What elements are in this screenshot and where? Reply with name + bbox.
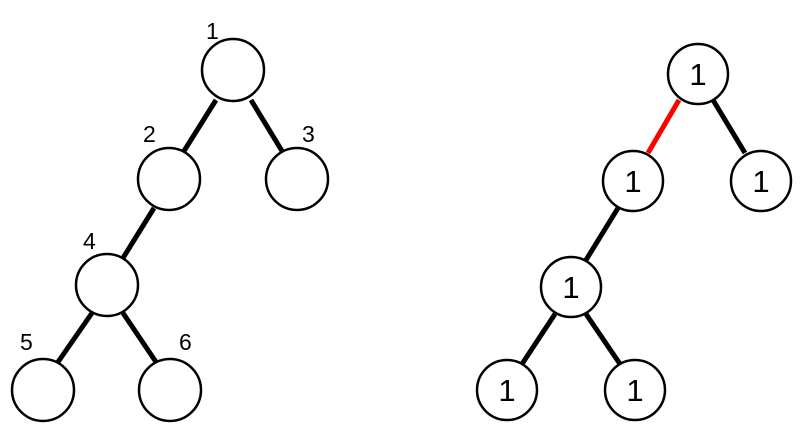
left-label-4: 4 [83,228,96,254]
right-value-5: 1 [498,373,515,408]
right-value-6: 1 [626,373,643,408]
right-edge-2-4 [583,206,621,262]
right-node-1 [666,42,730,106]
right-edge-1-3 [710,98,748,155]
left-node-2 [136,146,202,212]
left-node-1 [200,37,266,103]
left-edge-1-2 [181,98,219,153]
right-edge-4-5 [519,312,558,366]
right-node-6 [603,358,667,422]
left-label-5: 5 [20,329,33,355]
left-label-1: 1 [206,18,219,44]
right-node-4 [539,255,603,319]
right-tree: 1 1 1 1 1 1 [475,42,793,422]
left-label-2: 2 [143,121,156,147]
left-label-6: 6 [179,329,192,355]
left-edge-4-6 [120,311,159,364]
right-edge-4-6 [583,312,623,366]
left-tree: 1 2 3 4 5 6 [10,18,330,423]
right-value-1: 1 [689,57,706,92]
right-value-4: 1 [562,270,579,305]
left-edge-2-4 [120,206,157,260]
right-node-2 [601,149,665,213]
right-node-5 [475,358,539,422]
left-label-3: 3 [302,121,315,147]
left-node-3 [264,146,330,212]
left-node-5 [10,357,76,423]
right-value-3: 1 [752,164,769,199]
right-node-3 [729,149,793,213]
right-edge-1-2 [645,98,682,155]
left-node-6 [137,357,203,423]
left-edge-1-3 [248,98,285,153]
right-value-2: 1 [624,164,641,199]
left-node-4 [74,252,140,318]
left-edge-4-5 [55,311,95,364]
